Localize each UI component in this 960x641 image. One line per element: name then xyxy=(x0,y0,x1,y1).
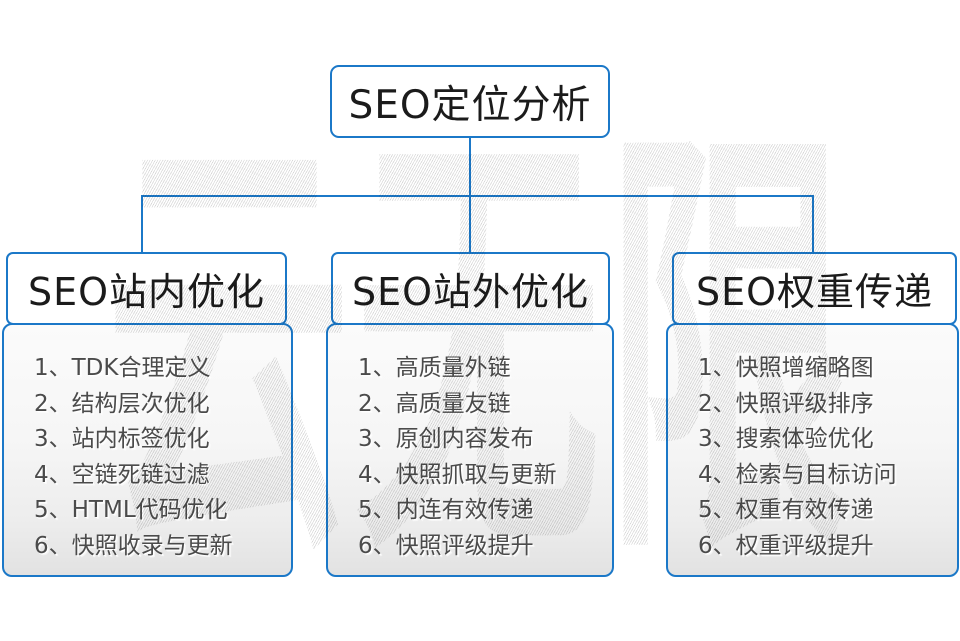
column-header-offsite: SEO站外优化 xyxy=(331,252,610,325)
list-item: 6、快照评级提升 xyxy=(358,532,534,559)
list-item: 5、权重有效传递 xyxy=(698,497,874,523)
column-header-weight-label: SEO权重传递 xyxy=(695,270,934,314)
column-panel-onsite: 1、TDK合理定义 2、结构层次优化 3、站内标签优化 4、空链死链过滤 5、H… xyxy=(2,323,293,577)
column-header-onsite-label: SEO站内优化 xyxy=(27,270,266,314)
column-header-weight: SEO权重传递 xyxy=(672,252,957,325)
connector-horizontal-rail xyxy=(141,195,814,197)
list-item: 3、原创内容发布 xyxy=(358,426,534,452)
list-item: 1、快照增缩略图 xyxy=(698,355,874,381)
root-node: SEO定位分析 xyxy=(330,65,610,138)
column-panel-weight: 1、快照增缩略图 2、快照评级排序 3、搜索体验优化 4、检索与目标访问 5、权… xyxy=(666,323,959,577)
list-item: 1、高质量外链 xyxy=(358,355,511,381)
connector-middle-drop xyxy=(469,195,471,253)
column-header-offsite-label: SEO站外优化 xyxy=(351,270,590,314)
root-node-label: SEO定位分析 xyxy=(348,82,592,128)
list-item: 4、检索与目标访问 xyxy=(698,461,897,488)
list-item: 3、站内标签优化 xyxy=(34,426,210,452)
column-header-onsite: SEO站内优化 xyxy=(6,252,287,325)
list-item: 2、结构层次优化 xyxy=(34,390,210,417)
list-item: 5、内连有效传递 xyxy=(358,497,534,523)
connector-left-drop xyxy=(141,195,143,253)
connector-root-stem xyxy=(469,138,471,197)
list-item: 4、空链死链过滤 xyxy=(34,461,210,488)
list-item: 6、快照收录与更新 xyxy=(34,532,233,559)
list-item: 2、高质量友链 xyxy=(358,390,511,417)
connector-right-drop xyxy=(812,195,814,253)
list-item: 6、权重评级提升 xyxy=(698,532,874,559)
list-item: 4、快照抓取与更新 xyxy=(358,461,557,488)
list-item: 3、搜索体验优化 xyxy=(698,426,874,452)
list-item: 1、TDK合理定义 xyxy=(34,355,211,381)
list-item: 5、HTML代码优化 xyxy=(34,497,228,523)
column-panel-offsite: 1、高质量外链 2、高质量友链 3、原创内容发布 4、快照抓取与更新 5、内连有… xyxy=(326,323,614,577)
list-item: 2、快照评级排序 xyxy=(698,390,874,417)
